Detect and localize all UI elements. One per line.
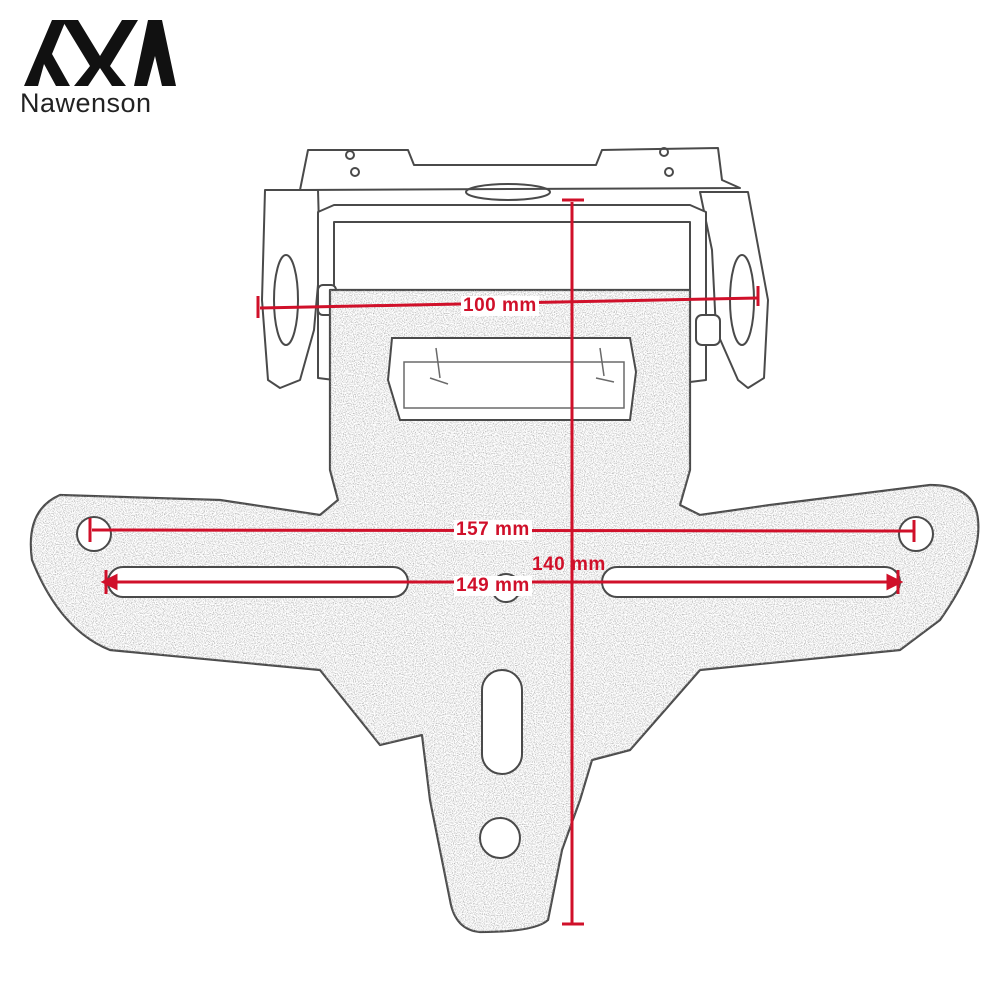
total-height-label: 140 mm xyxy=(532,554,606,575)
brand-logo xyxy=(24,20,176,86)
mount-width-label: 100 mm xyxy=(461,295,539,316)
outer-hole-span-label: 157 mm xyxy=(454,519,532,540)
license-plate-bracket xyxy=(29,288,980,934)
slot-span-label: 149 mm xyxy=(454,575,532,596)
brand-name: Nawenson xyxy=(20,88,152,118)
